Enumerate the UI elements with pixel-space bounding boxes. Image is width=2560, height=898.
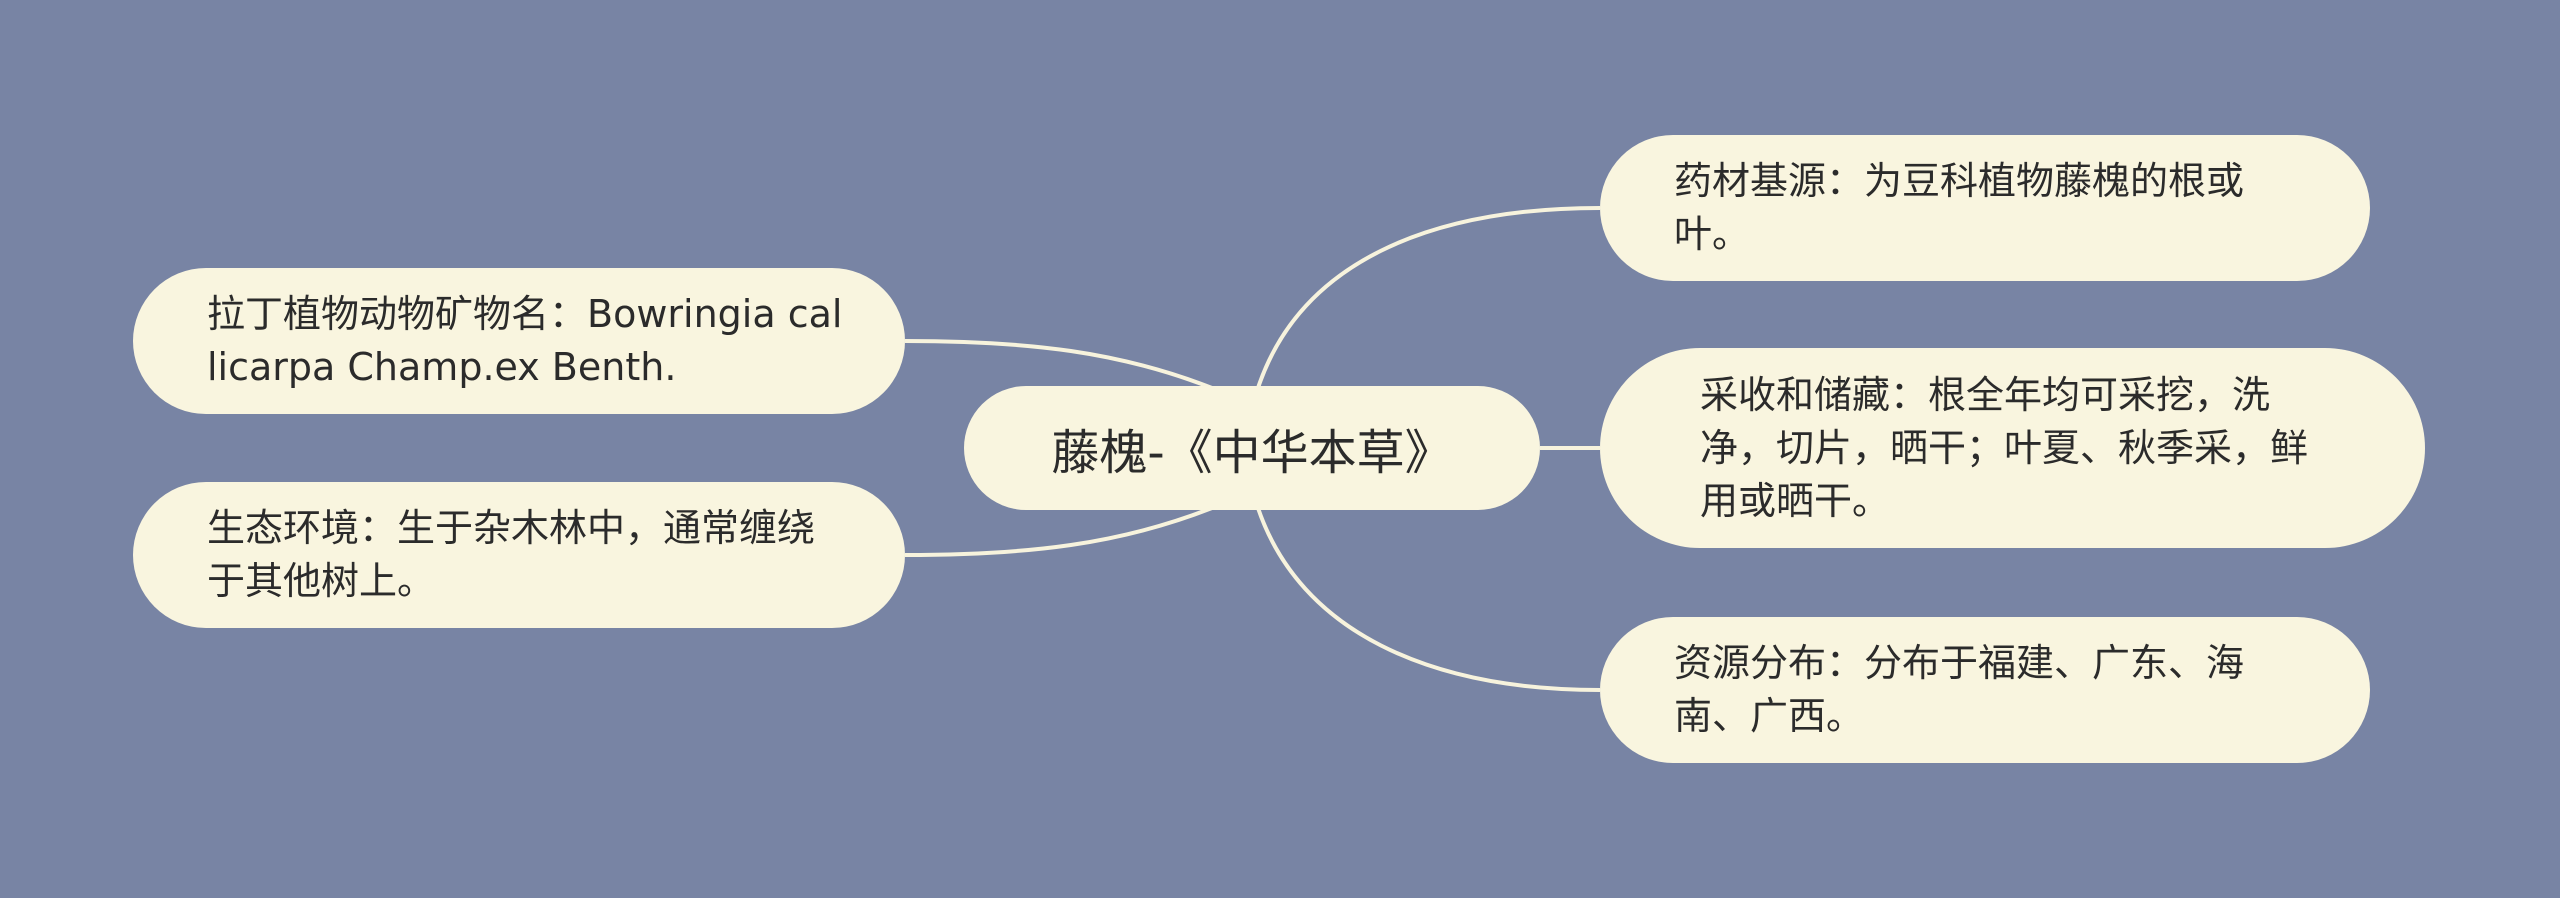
- branch-node-distribution-text: 资源分布：分布于福建、广东、海南、广西。: [1674, 641, 2245, 738]
- connector-root-to-left-2: [904, 506, 1213, 557]
- branch-node-latin-name[interactable]: 拉丁植物动物矿物名：Bowringia callicarpa Champ.ex …: [133, 268, 905, 414]
- branch-node-harvest-storage[interactable]: 采收和储藏：根全年均可采挖，洗净，切片，晒干；叶夏、秋季采，鲜用或晒干。: [1600, 348, 2425, 548]
- branch-node-distribution[interactable]: 资源分布：分布于福建、广东、海南、广西。: [1600, 617, 2370, 763]
- root-node-label: 藤槐-《中华本草》: [1051, 425, 1453, 481]
- branch-node-medicinal-source[interactable]: 药材基源：为豆科植物藤槐的根或叶。: [1600, 135, 2370, 281]
- branch-node-habitat-text: 生态环境：生于杂木林中，通常缠绕于其他树上。: [207, 506, 816, 603]
- branch-node-harvest-storage-text: 采收和储藏：根全年均可采挖，洗净，切片，晒干；叶夏、秋季采，鲜用或晒干。: [1700, 372, 2309, 523]
- branch-node-habitat[interactable]: 生态环境：生于杂木林中，通常缠绕于其他树上。: [133, 482, 905, 628]
- connector-root-to-right-3: [1256, 507, 1601, 692]
- branch-node-latin-name-text: 拉丁植物动物矿物名：Bowringia callicarpa Champ.ex …: [207, 292, 843, 389]
- branch-node-medicinal-source-text: 药材基源：为豆科植物藤槐的根或叶。: [1674, 159, 2245, 256]
- connector-root-to-left-1: [904, 339, 1213, 390]
- root-node[interactable]: 藤槐-《中华本草》: [964, 386, 1540, 510]
- connector-root-to-right-1: [1256, 206, 1601, 389]
